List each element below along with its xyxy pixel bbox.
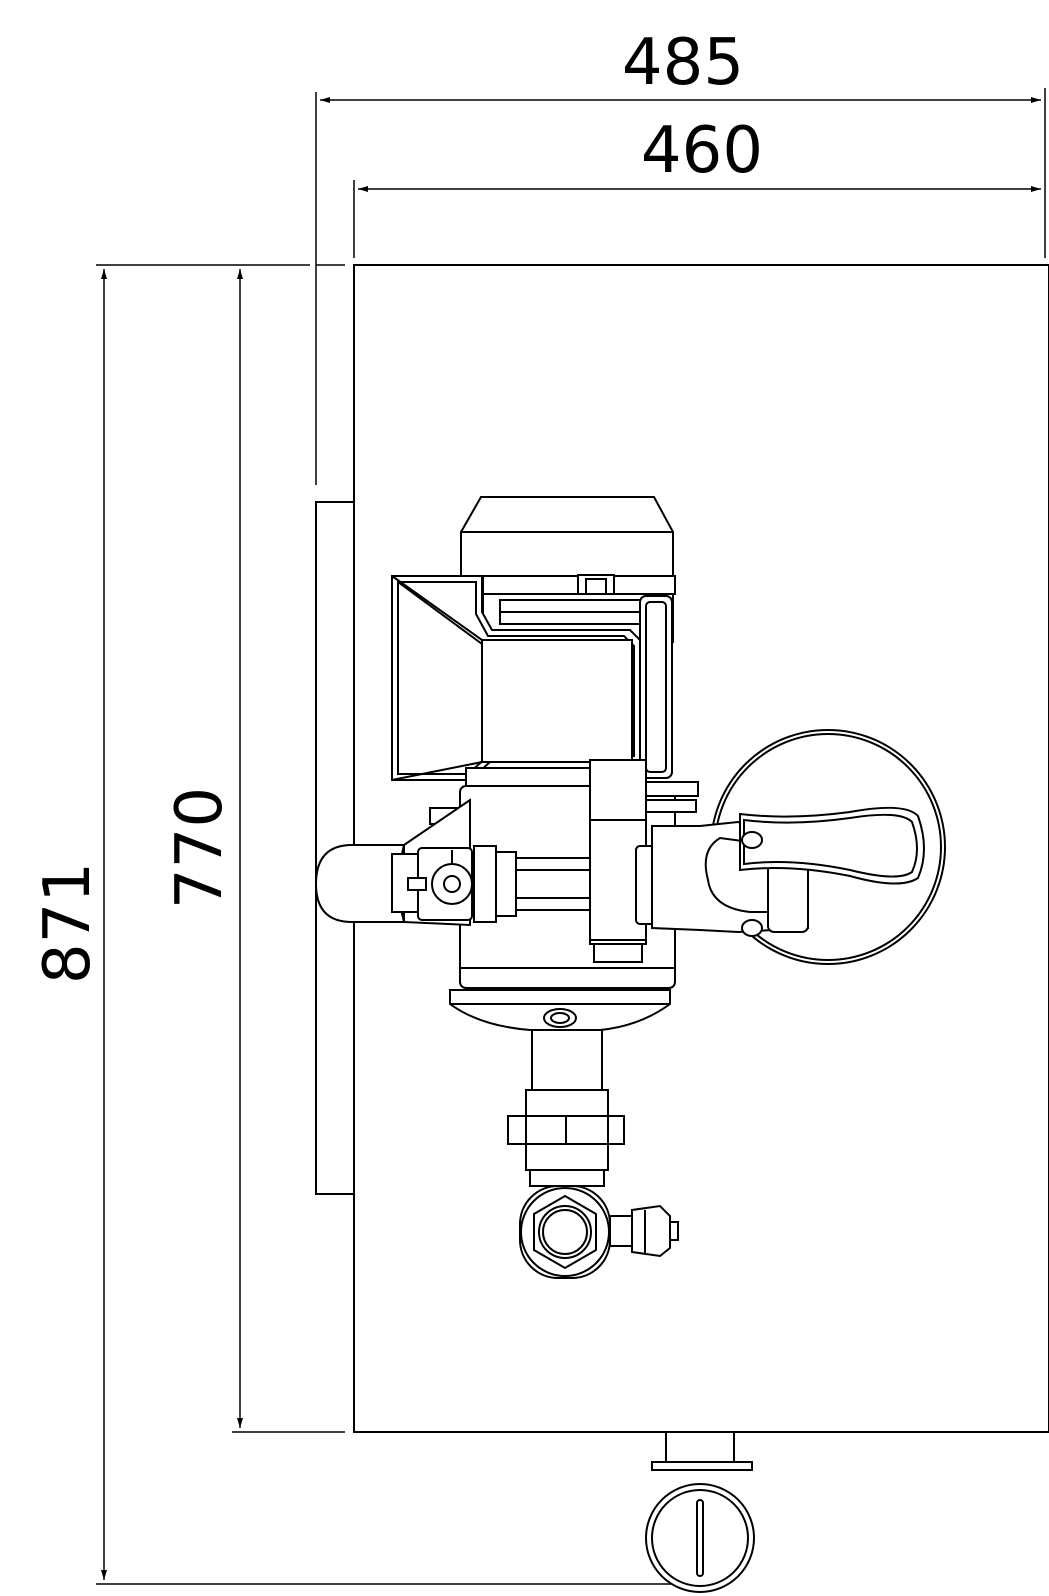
dimension-frame-height-label: 770 bbox=[163, 787, 237, 909]
hopper-cover bbox=[391, 575, 641, 781]
shaft-coupling bbox=[473, 759, 647, 963]
ball-valve bbox=[519, 1185, 679, 1279]
valve-handle bbox=[635, 729, 946, 965]
dimension-frame-height bbox=[232, 269, 345, 1433]
dimension-overall-height-label: 871 bbox=[31, 862, 105, 984]
inlet-nozzle bbox=[314, 798, 495, 927]
dimension-overall-width bbox=[315, 88, 1046, 485]
bottom-drain-valve bbox=[645, 1432, 755, 1593]
dimension-frame-width-label: 460 bbox=[641, 114, 763, 188]
outlet-pipe bbox=[507, 1029, 625, 1187]
dimension-overall-height bbox=[96, 264, 700, 1585]
dimension-frame-width bbox=[353, 180, 1041, 258]
dimension-overall-width-label: 485 bbox=[622, 26, 744, 100]
